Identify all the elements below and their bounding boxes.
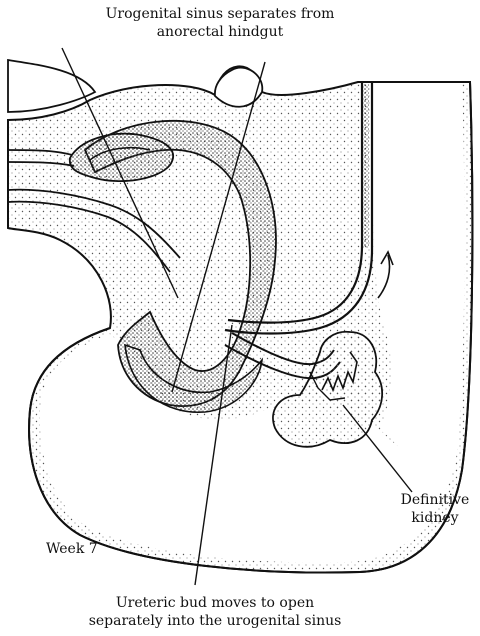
- kidney-label: Definitive kidney: [395, 491, 475, 527]
- kidney-label-line2: kidney: [395, 509, 475, 527]
- top-label: Urogenital sinus separates from anorecta…: [100, 5, 340, 41]
- bottom-label-line1: Ureteric bud moves to open: [70, 594, 360, 612]
- top-label-line1: Urogenital sinus separates from: [100, 5, 340, 23]
- upper-notch: [215, 68, 262, 107]
- bottom-label: Ureteric bud moves to open separately in…: [70, 594, 360, 630]
- kidney-label-line1: Definitive: [395, 491, 475, 509]
- top-label-line2: anorectal hindgut: [100, 23, 340, 41]
- bottom-label-line2: separately into the urogenital sinus: [70, 612, 360, 630]
- stage-label: Week 7: [46, 540, 98, 558]
